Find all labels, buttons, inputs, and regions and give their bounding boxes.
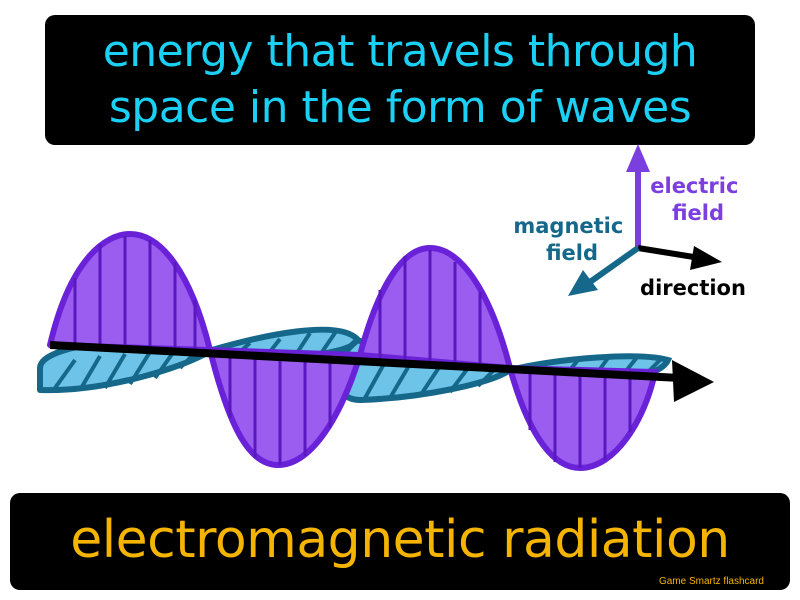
electric-lobe-3 [356,244,514,372]
magnetic-label-2: field [546,241,598,265]
electric-lobe-2 [206,346,365,469]
term-title: electromagnetic radiation [70,509,730,570]
magnetic-arrowhead [568,270,598,296]
svg-text:electric field: electric field [650,174,746,225]
definition-line-2: space in the form of waves [108,82,692,133]
definition-line-1: energy that travels through [102,26,698,77]
direction-label: direction [640,276,746,300]
electric-lobe-1 [47,231,213,353]
definition-box: energy that travels through space in the… [45,15,755,145]
electric-label-1: electric [650,174,738,198]
direction-axis-arrow [637,245,701,261]
magnetic-axis-arrow [588,245,640,285]
electric-field-wave [47,231,659,472]
propagation-arrow [49,341,714,402]
electric-hatching [73,236,632,468]
direction-arrowhead [690,246,722,270]
electric-label-2: field [672,201,724,225]
magnetic-label-1: magnetic [513,214,623,238]
brand-label: Game Smartz flashcard [658,576,764,587]
electric-lobe-4 [506,364,659,472]
axis-legend: electric field magnetic field direction [513,144,746,300]
term-box: electromagnetic radiation [10,493,790,590]
electric-arrowhead [626,144,650,172]
svg-text:magnetic field: magnetic field [513,214,630,265]
